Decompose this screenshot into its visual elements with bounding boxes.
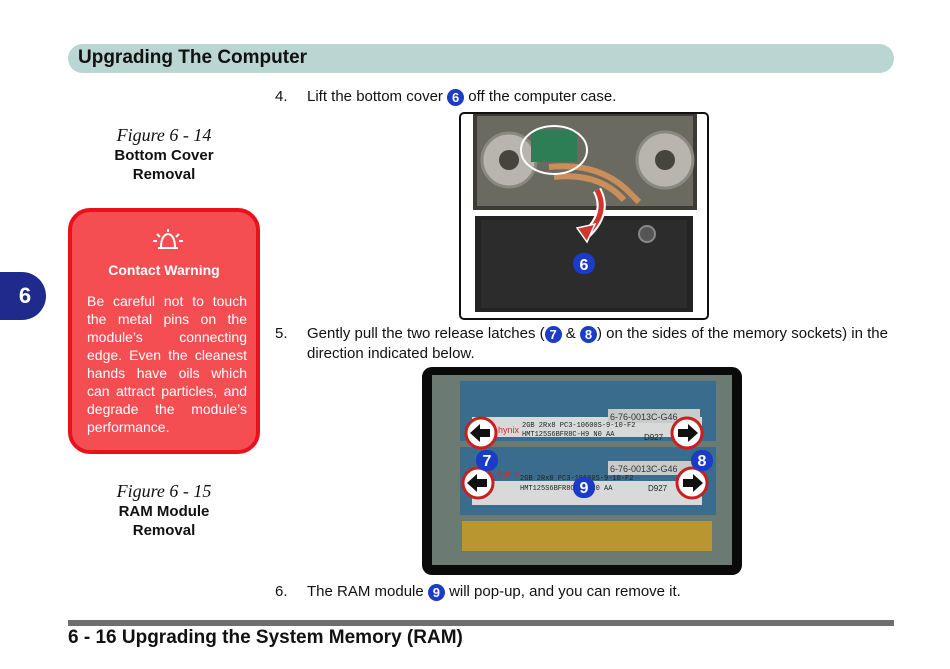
callout-badge: 6 <box>447 88 465 106</box>
left-arrow-icon <box>464 416 498 450</box>
step-number: 5. <box>275 325 288 342</box>
step-text: off the computer case. <box>468 88 617 105</box>
callout-badge: 9 <box>427 583 445 601</box>
figure-caption-bottom-cover: Figure 6 - 14 Bottom Cover Removal <box>88 125 240 184</box>
figure-number: Figure 6 - 14 <box>116 125 212 145</box>
chapter-tab[interactable]: 6 <box>0 272 46 320</box>
step-text: Lift the bottom cover <box>307 88 443 105</box>
page-footer: 6 - 16 Upgrading the System Memory (RAM) <box>68 627 463 648</box>
module-code-text: D927 <box>644 433 664 442</box>
figure-title-line: Removal <box>132 166 196 183</box>
module-label-text: 6-76-0013C-G46 <box>610 412 678 422</box>
figure-title-line: RAM Module <box>118 503 210 520</box>
step-text: will pop-up, and you can remove it. <box>449 583 681 600</box>
callout-number: 9 <box>580 480 589 497</box>
ram-module-photo: 6-76-0013C-G46 6-76-0013C-G46 hynix hyni… <box>422 367 742 575</box>
figure-number: Figure 6 - 15 <box>116 481 212 501</box>
step-4: 4. Lift the bottom cover 6 off the compu… <box>275 87 895 107</box>
callout-badge: 8 <box>579 325 597 343</box>
header-bar: Upgrading The Computer <box>68 44 894 73</box>
brand-text: hynix <box>498 469 520 479</box>
module-spec-text: 2GB 2Rx8 PC3-10600S-9-10-F2 <box>522 422 635 430</box>
figure-title-line: Removal <box>132 522 196 539</box>
step-number: 4. <box>275 88 288 105</box>
warning-text: Be careful not to touch the metal pins o… <box>87 293 247 435</box>
step-6: 6. The RAM module 9 will pop-up, and you… <box>275 582 895 602</box>
module-spec-text: 2GB 2Rx8 PC3-10600S-9-10-F2 <box>520 475 633 483</box>
step-text: The RAM module <box>307 583 424 600</box>
bottom-cover-photo: 6 <box>459 112 709 320</box>
module-label-text: 6-76-0013C-G46 <box>610 464 678 474</box>
figure-caption-ram-module: Figure 6 - 15 RAM Module Removal <box>88 481 240 540</box>
callout-number: 8 <box>698 453 707 470</box>
page-title: Upgrading The Computer <box>78 47 308 68</box>
right-arrow-icon <box>670 416 704 450</box>
callout-badge: 7 <box>544 325 562 343</box>
module-spec-text: HMT125S6BFR8C-H9 N0 AA <box>522 431 615 439</box>
step-text: Gently pull the two release latches ( <box>307 325 545 342</box>
callout-number: 7 <box>483 453 492 470</box>
alarm-bell-icon <box>153 229 183 249</box>
module-spec-text: HMT125S6BFR8C-H9 N0 AA <box>520 485 613 493</box>
step-text: ) on the sides of the memory sockets) in… <box>307 325 888 362</box>
brand-text: hynix <box>498 425 520 435</box>
right-arrow-icon <box>675 466 709 500</box>
step-number: 6. <box>275 583 288 600</box>
step-5: 5. Gently pull the two release latches (… <box>275 324 895 364</box>
footer-rule <box>68 620 894 626</box>
callout-number: 6 <box>580 257 589 274</box>
left-arrow-icon <box>461 466 495 500</box>
module-code-text: D927 <box>648 484 668 493</box>
figure-title-line: Bottom Cover <box>114 147 214 164</box>
contact-warning-box: Contact Warning Be careful not to touch … <box>68 208 260 454</box>
step-text: & <box>561 325 580 342</box>
warning-heading: Contact Warning <box>108 262 220 278</box>
